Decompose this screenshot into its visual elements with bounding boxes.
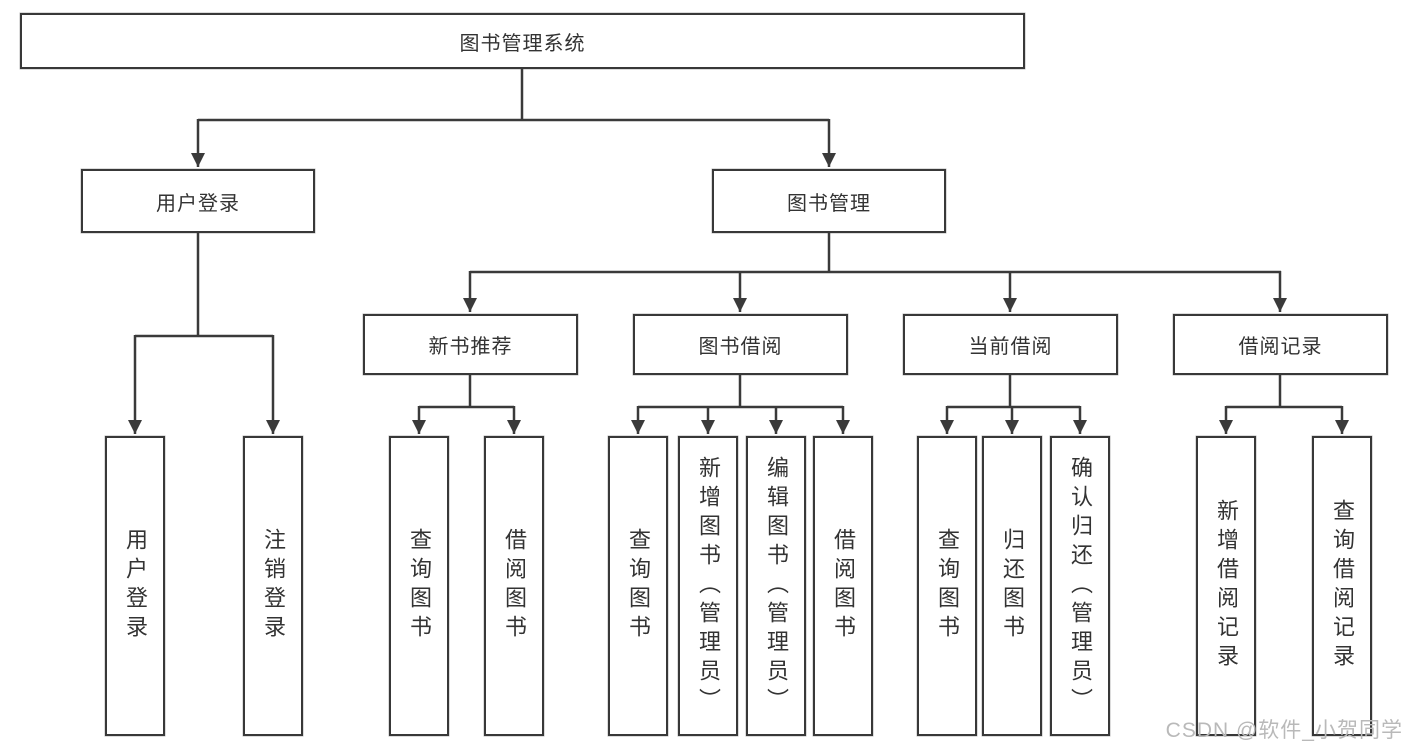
leaf-borrow-books-newbook-label: 借阅图书 [502,528,527,644]
node-current-borrow: 当前借阅 [903,314,1118,375]
leaf-logout-label: 注销登录 [261,528,286,644]
node-book-management-label: 图书管理 [787,192,871,215]
node-root-label: 图书管理系统 [459,32,586,55]
node-new-book-recommend: 新书推荐 [363,314,578,375]
leaf-return-books-label: 归还图书 [1000,528,1025,644]
leaf-query-books-current: 查询图书 [917,436,977,736]
node-book-management: 图书管理 [712,169,946,233]
leaf-borrow-books-borrow: 借阅图书 [813,436,873,736]
node-book-borrow-label: 图书借阅 [698,336,783,358]
leaf-query-books-newbook: 查询图书 [389,436,449,736]
leaf-confirm-return-admin: 确认归还（管理员） [1050,436,1110,736]
leaf-edit-book-admin: 编辑图书（管理员） [746,436,806,736]
leaf-query-borrow-record-label: 查询借阅记录 [1330,499,1355,673]
leaf-logout: 注销登录 [243,436,303,736]
node-new-book-recommend-label: 新书推荐 [428,336,513,358]
node-borrow-records: 借阅记录 [1173,314,1388,375]
leaf-user-login-label: 用户登录 [123,528,148,644]
node-book-borrow: 图书借阅 [633,314,848,375]
node-root: 图书管理系统 [20,13,1025,69]
leaf-user-login: 用户登录 [105,436,165,736]
leaf-add-borrow-record: 新增借阅记录 [1196,436,1256,736]
leaf-confirm-return-admin-label: 确认归还（管理员） [1068,455,1093,717]
leaf-query-books-borrow-label: 查询图书 [626,528,651,644]
leaf-query-borrow-record: 查询借阅记录 [1312,436,1372,736]
leaf-borrow-books-newbook: 借阅图书 [484,436,544,736]
leaf-query-books-current-label: 查询图书 [935,528,960,644]
leaf-add-book-admin: 新增图书（管理员） [678,436,738,736]
leaf-borrow-books-borrow-label: 借阅图书 [831,528,856,644]
leaf-edit-book-admin-label: 编辑图书（管理员） [764,455,789,717]
node-current-borrow-label: 当前借阅 [968,336,1053,358]
leaf-query-books-newbook-label: 查询图书 [407,528,432,644]
leaf-query-books-borrow: 查询图书 [608,436,668,736]
leaf-add-borrow-record-label: 新增借阅记录 [1214,499,1239,673]
leaf-return-books: 归还图书 [982,436,1042,736]
node-user-login-label: 用户登录 [156,192,240,215]
node-user-login: 用户登录 [81,169,315,233]
watermark: CSDN @软件_小贺同学 [1165,719,1403,742]
node-borrow-records-label: 借阅记录 [1238,336,1323,358]
leaf-add-book-admin-label: 新增图书（管理员） [696,455,721,717]
